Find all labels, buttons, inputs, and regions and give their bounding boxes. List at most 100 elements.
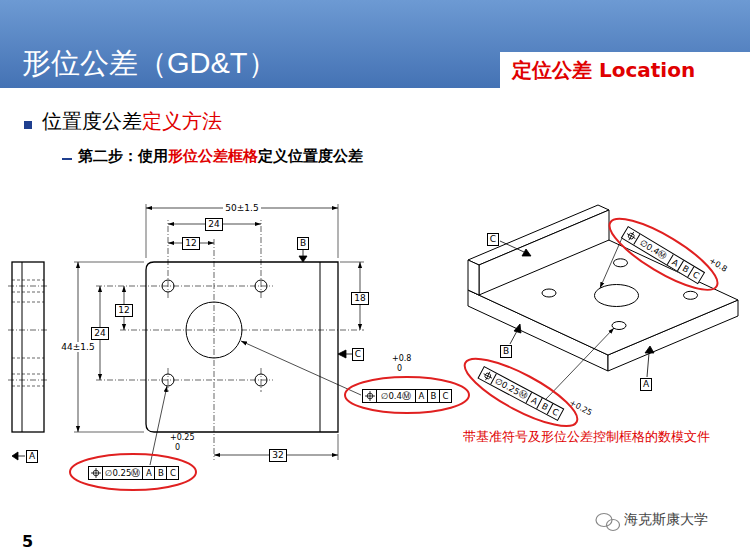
hidden-line: [12, 386, 44, 387]
basic-dimension-box: 12: [115, 304, 132, 317]
extension-line: [74, 262, 144, 263]
box-text: 32: [272, 450, 283, 460]
dimension-text: 50±1.5: [223, 203, 260, 213]
extension-line: [340, 262, 364, 263]
box-text: 18: [354, 293, 365, 303]
center-line: [8, 220, 364, 460]
tolerance-text: 0: [397, 364, 402, 373]
box-text: 24: [94, 328, 105, 338]
frame-cell-text: ∅0.4Ⓜ: [376, 390, 415, 402]
sub-bullet-text: 定义位置度公差: [258, 148, 363, 165]
position-symbol-cell: [479, 367, 496, 384]
highlight-ellipse: [70, 454, 196, 490]
bullet-highlight: 定义方法: [142, 110, 222, 133]
position-symbol-cell: [622, 227, 639, 244]
position-symbol: [91, 468, 101, 478]
leader-line: [546, 328, 614, 399]
box-text: A: [29, 451, 35, 461]
center-line: [8, 330, 48, 331]
bullet-mark: [24, 121, 32, 129]
side-view: [22, 262, 23, 432]
hidden-line: [12, 358, 44, 359]
basic-dimension-box: 32: [269, 449, 286, 462]
feature-control-frame: ∅0.4ⓂABC: [362, 389, 452, 403]
position-symbol-cell: [89, 467, 102, 479]
basic-dimension-box: 24: [91, 327, 108, 340]
isometric-model: [468, 205, 738, 371]
slide-title: 形位公差（GD&T）: [22, 47, 277, 80]
datum-symbol: [303, 250, 304, 256]
leader-line: [150, 386, 167, 465]
tolerance-text: +0.25: [170, 433, 195, 442]
extension-line: [338, 434, 339, 460]
position-symbol: [95, 468, 96, 478]
extension-line: [338, 204, 339, 258]
isometric-model: [542, 289, 556, 297]
isometric-model: [595, 285, 639, 307]
highlight-ellipse: [345, 377, 469, 413]
box-text: C: [490, 234, 496, 244]
center-line: [96, 380, 273, 381]
bullet-line: 位置度公差定义方法: [42, 110, 222, 133]
leader-line: [150, 341, 361, 465]
datum-feature-box: B: [500, 345, 512, 358]
page-number: 5: [22, 533, 33, 551]
frame-cell-text: B: [154, 467, 166, 479]
extension-line: [146, 204, 147, 258]
isometric-model: [614, 259, 628, 267]
header-band: [0, 0, 750, 88]
hidden-line: [12, 292, 44, 293]
position-symbol: [624, 229, 638, 243]
isometric-model: [479, 210, 609, 295]
tolerance-text: 0: [175, 443, 180, 452]
box-text: A: [643, 379, 649, 389]
frame-cell-text: C: [439, 390, 451, 402]
datum-feature-box: A: [640, 378, 652, 391]
bullet-mark: [62, 158, 72, 160]
datum-symbol: [500, 241, 654, 377]
box-text: 12: [118, 305, 129, 315]
front-view: [146, 262, 338, 432]
frame-cell-text: A: [415, 390, 427, 402]
position-symbol: [484, 372, 492, 380]
highlight-ellipse: [70, 207, 726, 490]
datum-symbol: [645, 346, 654, 353]
dimension-line: [78, 208, 360, 455]
dimension-text: 44±1.5: [59, 342, 96, 352]
datum-symbol: [500, 241, 524, 252]
position-symbol: [369, 391, 370, 401]
tolerance-text: +0.25: [568, 398, 594, 418]
datum-symbol: [12, 250, 352, 460]
sub-bullet-highlight: 形位公差框格: [168, 148, 258, 165]
isometric-model: [684, 291, 698, 299]
datum-symbol: [299, 256, 307, 262]
front-view: [320, 262, 321, 432]
datum-feature-box: C: [487, 233, 499, 246]
box-text: 24: [208, 219, 219, 229]
leader-line: [241, 341, 361, 395]
sub-bullet-text: 第二步：使用: [78, 148, 168, 165]
position-symbol-cell: [363, 390, 376, 402]
position-symbol: [627, 232, 635, 240]
datum-symbol: [338, 350, 346, 358]
box-text: 定位公差 Location: [512, 58, 695, 82]
datum-symbol: [18, 456, 25, 457]
frame-cell-text: B: [427, 390, 439, 402]
bullet-line: 第二步：使用形位公差框格定义位置度公差: [78, 148, 363, 165]
leader-line: [600, 238, 622, 288]
center-line: [8, 380, 48, 381]
datum-symbol: [510, 331, 517, 344]
bullet-text: 位置度公差: [42, 110, 142, 133]
leader-line: [546, 238, 622, 399]
hidden-line: [12, 280, 44, 386]
datum-feature-box: B: [297, 237, 309, 250]
front-view: [146, 262, 338, 432]
highlight-ellipse: [457, 347, 585, 438]
datum-feature-box: A: [26, 450, 38, 463]
basic-dimension-box: 24: [205, 218, 222, 231]
basic-dimension-box: 12: [182, 237, 199, 250]
section-tag: 定位公差 Location: [500, 52, 750, 88]
datum-symbol: [522, 249, 531, 256]
hidden-line: [12, 302, 44, 303]
